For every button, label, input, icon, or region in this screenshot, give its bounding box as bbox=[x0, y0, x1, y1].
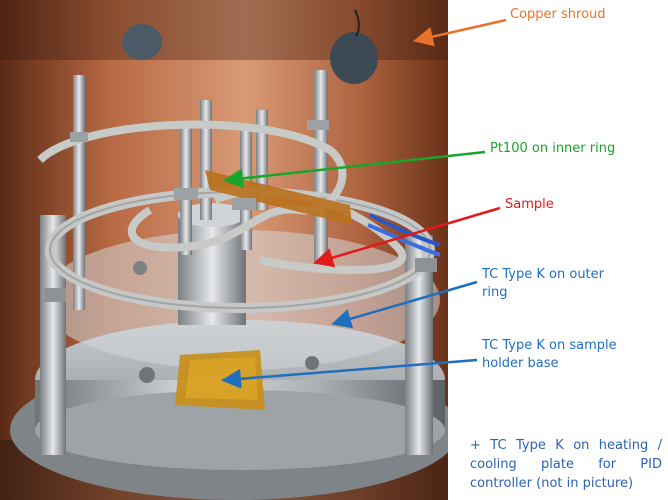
label-pid-note: + TC Type K on heating / cooling plate f… bbox=[470, 438, 662, 491]
label-tc-base-line2: holder base bbox=[482, 356, 559, 371]
label-tc-outer-line1: TC Type K on outer bbox=[482, 267, 604, 282]
label-pt100: Pt100 on inner ring bbox=[490, 141, 616, 156]
label-copper-shroud: Copper shroud bbox=[510, 7, 606, 22]
label-tc-outer-ring: TC Type K on outer ring bbox=[482, 266, 604, 302]
label-sample: Sample bbox=[505, 197, 554, 212]
label-tc-sample-base: TC Type K on sample holder base bbox=[482, 337, 617, 373]
label-tc-outer-line2: ring bbox=[482, 285, 508, 300]
apparatus-photo bbox=[0, 0, 448, 500]
label-tc-base-line1: TC Type K on sample bbox=[482, 338, 617, 353]
